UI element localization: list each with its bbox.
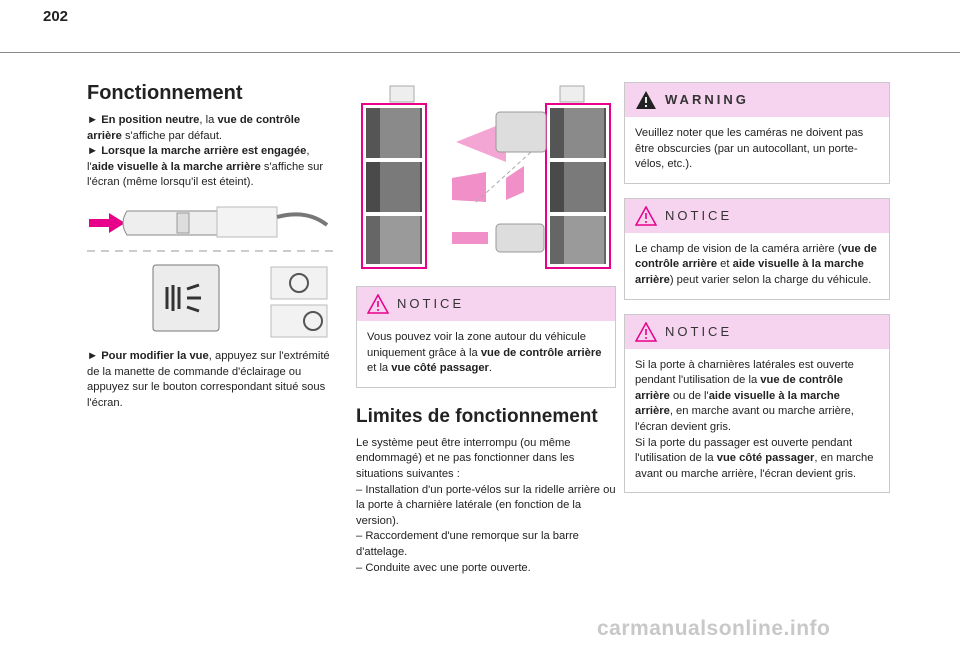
notice-label: NOTICE [397,296,465,311]
notice-label: NOTICE [665,207,733,223]
notice-label: NOTICE [665,323,733,339]
bold-text: vue de contrôle arrière [480,346,602,359]
text: Si la porte du passager est ouverte pend… [635,436,853,465]
bold-text: vue de contrôle arrière [635,242,877,271]
notice-body: Vous pouvez voir la zone autour du véhic… [357,321,615,387]
warning-triangle-icon [367,294,389,314]
footer-watermark[interactable]: carmanualsonline.info [597,617,831,640]
text: , l' [87,145,310,173]
column-right: WARNING Veuillez noter que les caméras n… [624,82,890,494]
notice-box-surroundings: NOTICE Vous pouvez voir la zone autour d… [356,286,616,388]
bullet-arrow: ► [87,349,102,362]
paragraph-modes: ► En position neutre, la vue de contrôle… [87,113,337,191]
bold-text: aide visuelle à la marche arrière [635,258,864,286]
warning-body: Veuillez noter que les caméras ne doiven… [635,127,864,171]
bold-text: Lorsque la marche arrière est engagée [101,145,307,158]
column-left: Fonctionnement ► En position neutre, la … [87,82,337,411]
warning-box: WARNING Veuillez noter que les caméras n… [624,82,890,184]
notice-body: Si la porte à charnières latérales est o… [625,349,889,493]
text: s'affiche sur l'écran (même lorsqu'il es… [87,160,324,189]
text: ou de l' [669,389,709,402]
text: , en marche avant ou marche arrière, l'é… [635,452,874,480]
text: , la [199,114,218,126]
bold-text: vue de contrôle arrière [87,114,301,142]
bold-text: vue côté passager [716,452,815,465]
limits-item: – Raccordement d'une remorque sur la bar… [356,530,579,558]
notice-body: Le champ de vision de la caméra arrière … [625,233,889,299]
limits-item: – Installation d'un porte-vélos sur la r… [356,483,616,527]
notice-header: NOTICE [625,314,889,349]
notice-header: NOTICE [357,287,615,321]
warning-label: WARNING [665,92,749,107]
limits-title: Limites de fonctionnement [356,405,598,427]
text: et [717,258,733,271]
warning-header: WARNING [625,83,889,117]
text: Vous pouvez voir la zone autour du véhic… [367,331,586,359]
bold-text: aide visuelle à la marche arrière [635,389,840,418]
limits-item: – Conduite avec une porte ouverte. [356,561,531,574]
section-title: Fonctionnement [87,82,243,104]
bullet-arrow: ► [87,145,102,158]
bold-text: aide visuelle à la marche arrière [91,160,261,173]
bullet-arrow: ► [87,114,102,126]
bold-text: vue côté passager [391,362,489,375]
notice-box-doors: NOTICE Si la porte à charnières latérale… [624,313,890,494]
header-divider [0,52,960,53]
bold-text: En position neutre [101,114,200,126]
camera-views-illustration [361,85,611,269]
text: s'affiche par défaut. [121,129,223,142]
text: , appuyez sur l'extrémité de la manette … [87,349,330,409]
bold-text: vue de contrôle arrière [635,374,843,402]
paragraph-change-view: ► Pour modifier la vue, appuyez sur l'ex… [87,349,337,411]
warning-triangle-icon [635,205,657,226]
notice-header: NOTICE [625,198,889,233]
bold-text: Pour modifier la vue [101,349,209,362]
text: ) peut varier selon la charge du véhicul… [669,273,872,286]
page-number: 202 [43,8,69,25]
warning-filled-icon [636,91,656,109]
notice-box-field-of-view: NOTICE Le champ de vision de la caméra a… [624,197,890,300]
limits-intro: Le système peut être interrompu (ou même… [356,436,575,480]
warning-triangle-icon [635,321,657,342]
text: , en marche avant ou marche arrière, l'é… [635,405,854,433]
column-middle: NOTICE Vous pouvez voir la zone autour d… [356,82,616,576]
text: . [488,362,493,375]
lighting-stalk-illustration [87,206,337,338]
text: Le champ de vision de la caméra arrière … [635,242,842,255]
text: Si la porte à charnières latérales est o… [635,358,854,387]
text: et la [367,362,392,375]
